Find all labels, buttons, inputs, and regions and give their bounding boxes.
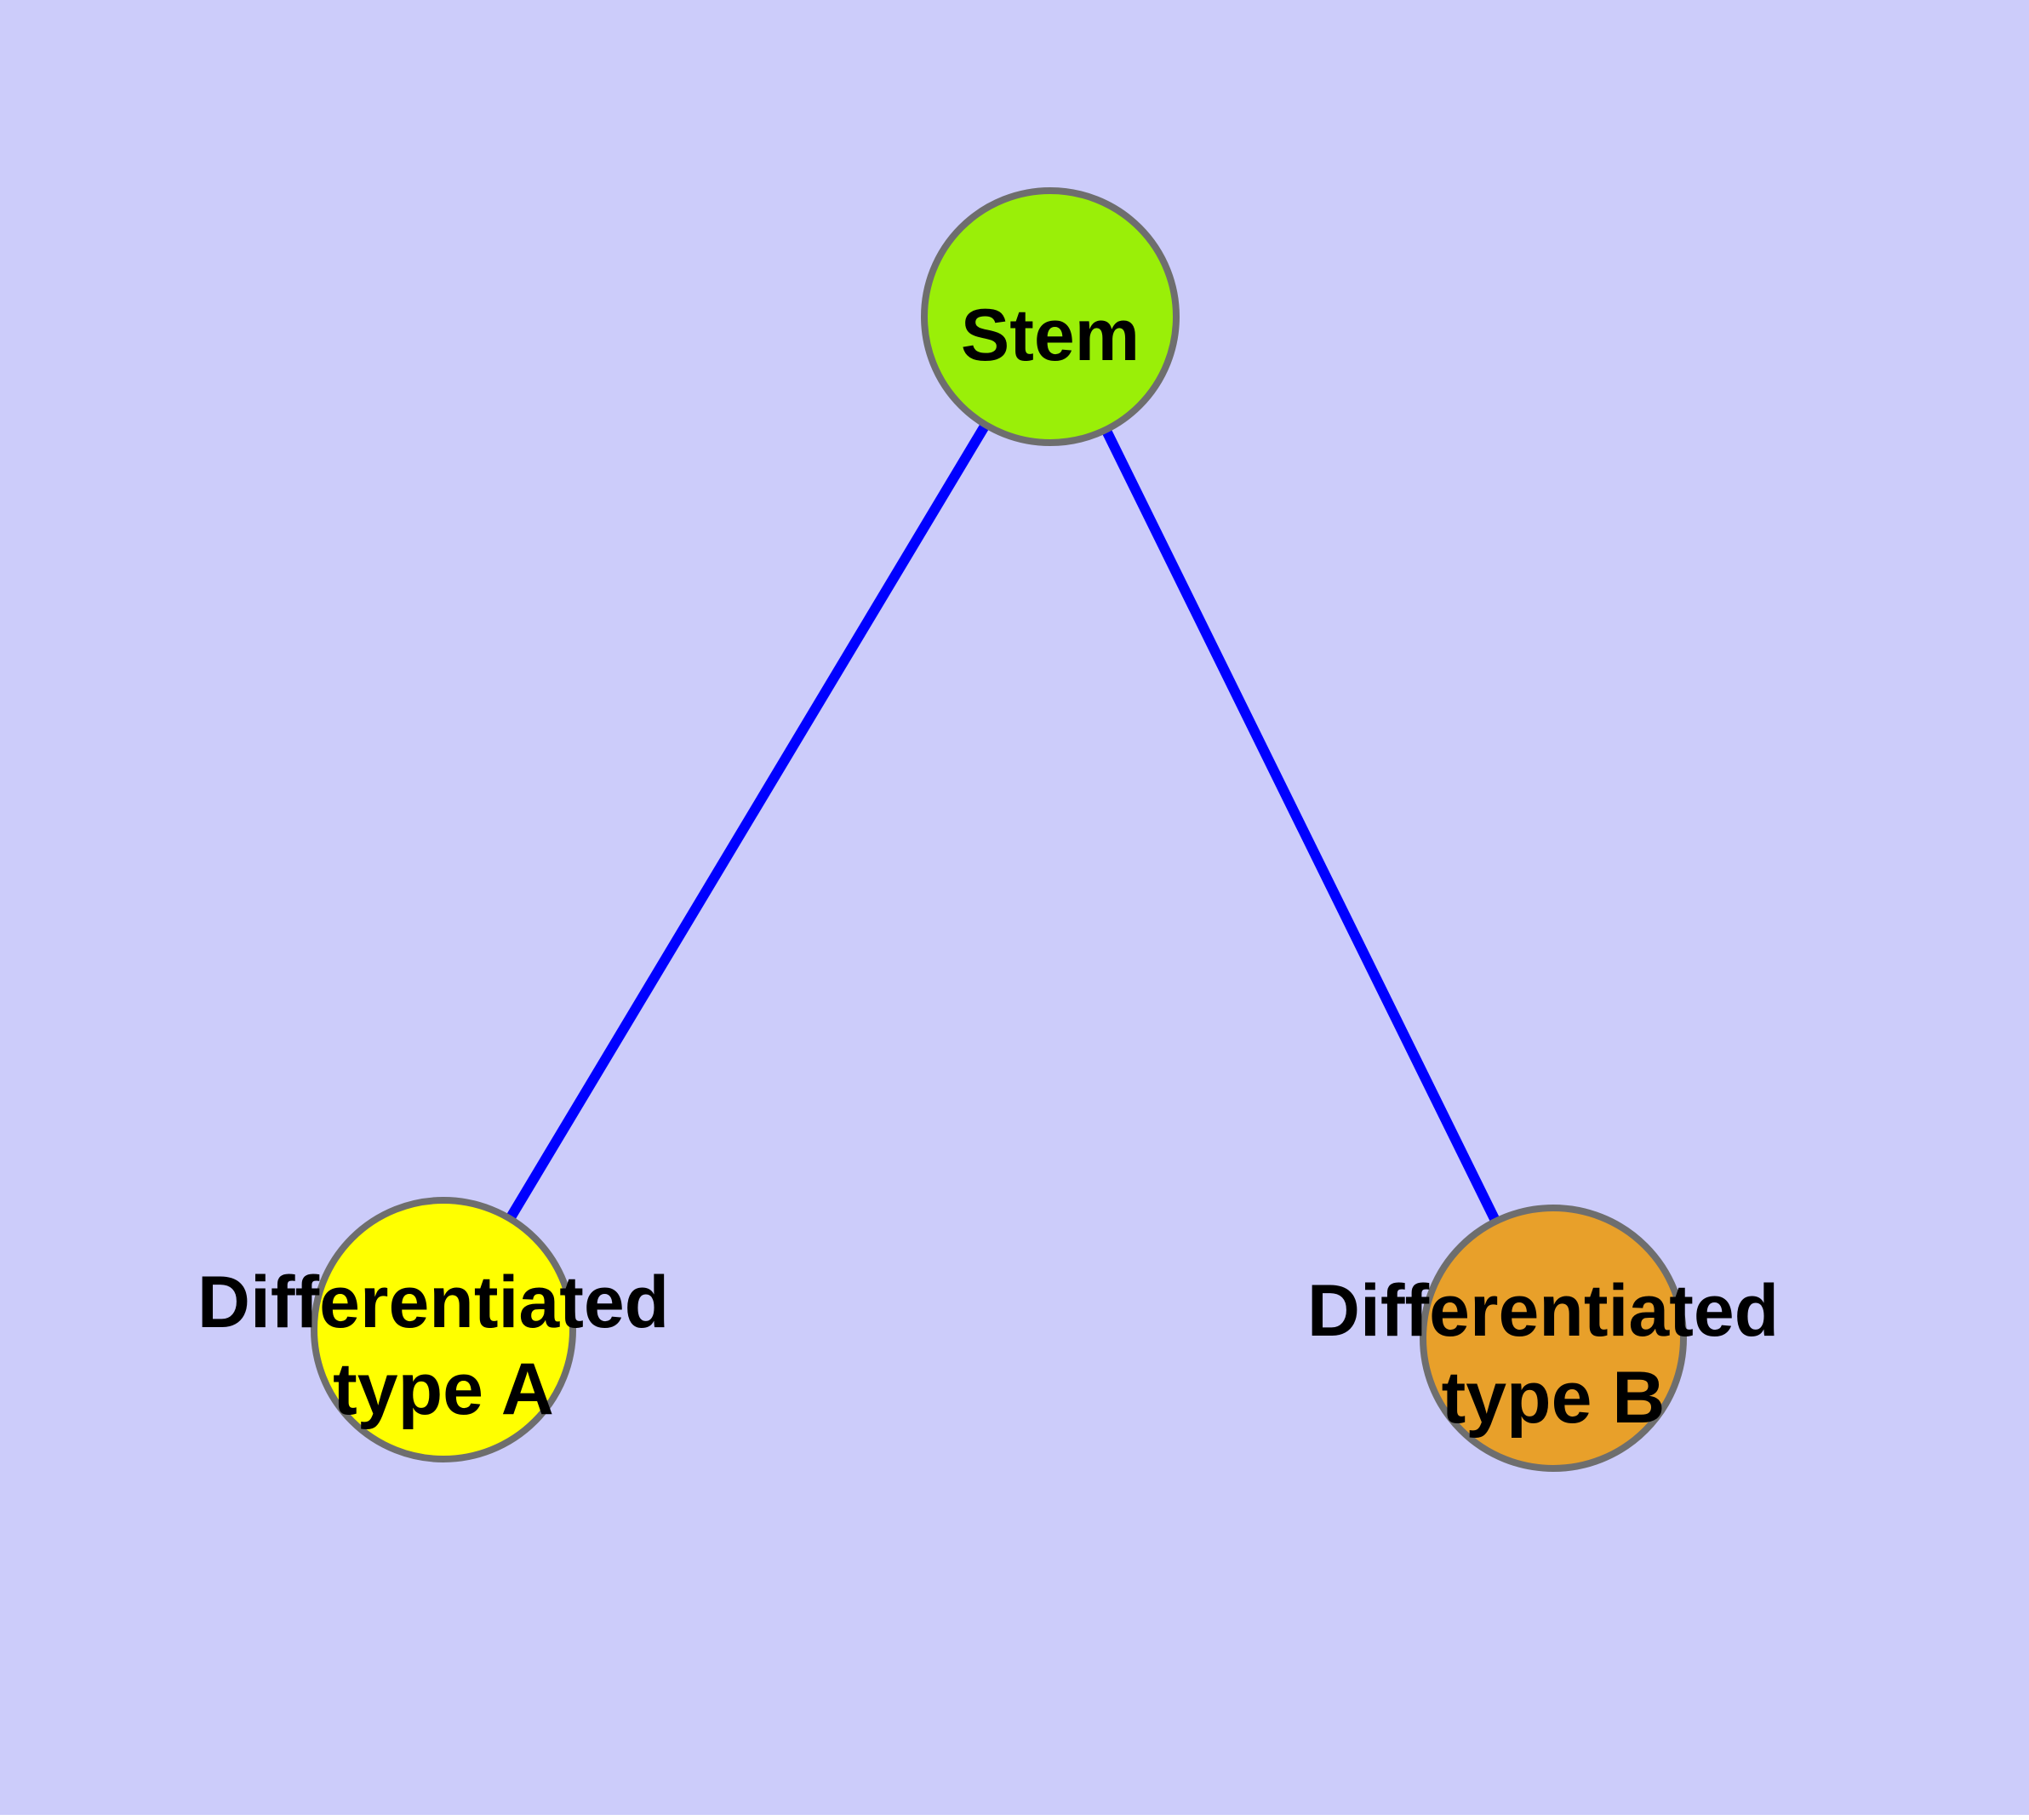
node-differentiated-type-a-label-line2: type A [333, 1348, 554, 1430]
node-differentiated-type-a-circle[interactable] [311, 1197, 576, 1462]
node-differentiated-type-a-label: Differentiated type A [197, 1262, 689, 1430]
node-stem[interactable] [921, 187, 1180, 446]
edges-layer [438, 313, 1558, 1341]
node-stem-label: Stem [961, 295, 1140, 376]
node-stem-circle[interactable] [921, 187, 1180, 446]
node-differentiated-type-b-label: Differentiated type B [1307, 1270, 1799, 1439]
nodes-layer [311, 187, 1687, 1472]
edge-stem-to-diff-b[interactable] [1045, 314, 1558, 1341]
node-differentiated-type-b-label-line1: Differentiated [1307, 1270, 1779, 1352]
node-stem-label-line1: Stem [961, 295, 1140, 376]
node-differentiated-type-a[interactable] [311, 1197, 576, 1462]
labels-layer: Stem Differentiated type A Differentiate… [197, 295, 1799, 1439]
node-differentiated-type-b-circle[interactable] [1420, 1205, 1687, 1472]
node-differentiated-type-b-label-line2: type B [1442, 1357, 1666, 1439]
edge-stem-to-diff-a[interactable] [438, 313, 1055, 1333]
node-differentiated-type-b[interactable] [1420, 1205, 1687, 1472]
node-differentiated-type-a-label-line1: Differentiated [197, 1262, 669, 1343]
